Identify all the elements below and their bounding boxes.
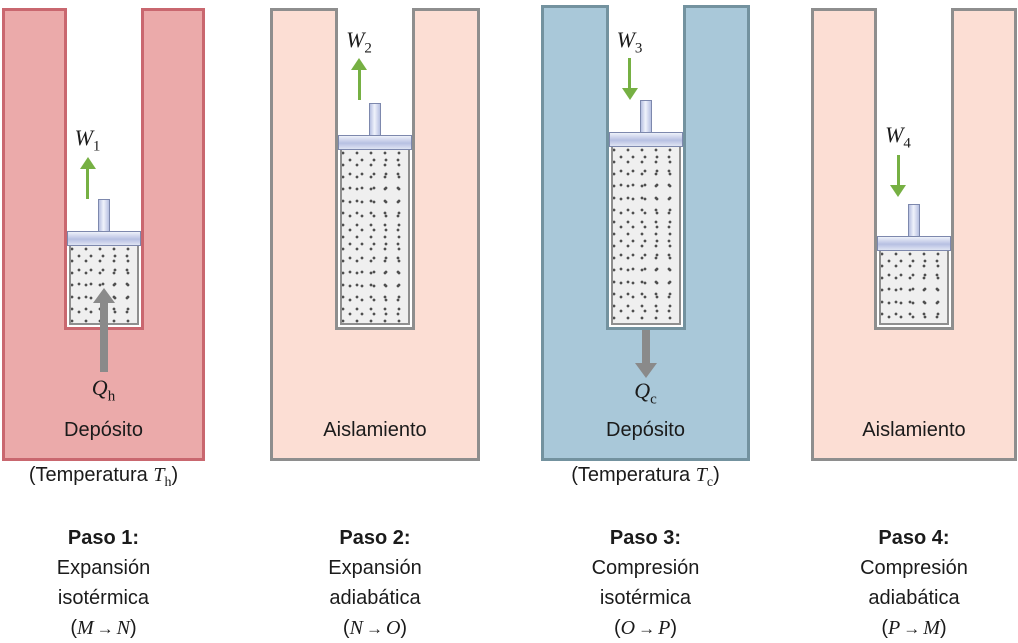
work-arrow-down-icon bbox=[621, 58, 638, 100]
piston bbox=[608, 132, 683, 147]
arrow-head bbox=[890, 185, 906, 197]
step-3-panel: W3 Qc Depósito (Temperatura Tc) Paso 3: … bbox=[541, 0, 750, 643]
arrow-shaft bbox=[86, 169, 89, 199]
arrow-head bbox=[79, 157, 96, 169]
heat-out-arrow-icon bbox=[634, 330, 657, 378]
gas bbox=[612, 147, 679, 323]
arrow-head bbox=[621, 88, 638, 100]
arrow-shaft bbox=[641, 330, 650, 363]
arrow-shaft bbox=[628, 58, 631, 88]
process-line-2: adiabática bbox=[329, 587, 421, 609]
step-caption: Paso 2: Expansión adiabática (N→O) bbox=[260, 523, 490, 643]
reservoir-label: Depósito bbox=[64, 419, 143, 441]
step-title: Paso 1: bbox=[67, 527, 140, 549]
arrow-head bbox=[92, 288, 115, 303]
state-transition: (N→O) bbox=[342, 617, 408, 639]
gas bbox=[70, 246, 137, 323]
insulation-label: Aislamiento bbox=[323, 419, 427, 441]
process-line-1: Expansión bbox=[328, 557, 422, 579]
work-arrow-up-icon bbox=[79, 157, 96, 199]
process-line-1: Expansión bbox=[56, 557, 151, 579]
heat-label: Qc bbox=[634, 378, 657, 408]
step-title: Paso 2: bbox=[339, 527, 411, 549]
piston-rod bbox=[97, 199, 110, 232]
gas bbox=[881, 251, 947, 323]
temperature-note: (Temperatura Tc) bbox=[571, 464, 720, 490]
step-4-panel: W4 Aislamiento Paso 4: Compresión adiabá… bbox=[811, 0, 1017, 643]
piston bbox=[877, 236, 951, 251]
arrow-shaft bbox=[896, 155, 900, 185]
state-transition: (M→N) bbox=[70, 617, 137, 639]
work-arrow-up-icon bbox=[351, 58, 367, 100]
work-arrow-down-icon bbox=[890, 155, 906, 197]
piston bbox=[66, 231, 141, 246]
step-2-panel: W2 Aislamiento Paso 2: Expansión adiabát… bbox=[270, 0, 480, 643]
arrow-head bbox=[634, 363, 657, 378]
state-transition: (O→P) bbox=[613, 617, 677, 639]
process-line-2: isotérmica bbox=[599, 587, 692, 609]
step-caption: Paso 1: Expansión isotérmica (M→N) bbox=[0, 523, 215, 643]
state-transition: (P→M) bbox=[881, 617, 947, 639]
piston-rod bbox=[908, 204, 920, 237]
work-label: W2 bbox=[346, 27, 372, 57]
step-title: Paso 3: bbox=[609, 527, 682, 549]
insulation-label: Aislamiento bbox=[862, 419, 966, 441]
heat-in-arrow-icon bbox=[92, 288, 115, 372]
process-line-1: Compresión bbox=[591, 557, 700, 579]
temperature-note: (Temperatura Th) bbox=[28, 464, 179, 490]
work-label: W3 bbox=[616, 27, 643, 57]
heat-label: Qh bbox=[91, 375, 116, 405]
arrow-head bbox=[351, 58, 367, 70]
process-line-1: Compresión bbox=[860, 557, 968, 579]
work-label: W4 bbox=[885, 122, 911, 152]
arrow-shaft bbox=[357, 70, 361, 100]
arrow-shaft bbox=[99, 303, 108, 372]
piston-rod bbox=[369, 103, 381, 136]
step-caption: Paso 4: Compresión adiabática (P→M) bbox=[801, 523, 1018, 643]
step-caption: Paso 3: Compresión isotérmica (O→P) bbox=[531, 523, 760, 643]
process-line-2: isotérmica bbox=[57, 587, 150, 609]
step-1-panel: W1 Qh Depósito (Temperatura Th) Paso 1: … bbox=[2, 0, 205, 643]
gas bbox=[342, 150, 408, 323]
work-label: W1 bbox=[74, 125, 101, 155]
piston-rod bbox=[639, 100, 652, 133]
piston bbox=[338, 135, 412, 150]
reservoir-label: Depósito bbox=[606, 419, 685, 441]
step-title: Paso 4: bbox=[878, 527, 950, 549]
process-line-2: adiabática bbox=[868, 587, 960, 609]
